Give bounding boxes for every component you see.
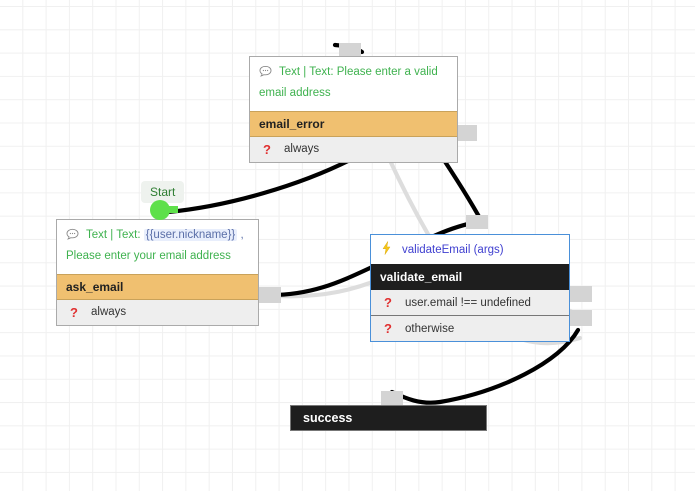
node-validate-email[interactable]: validateEmail (args) validate_email ? us… bbox=[370, 234, 570, 342]
speech-bubble-icon bbox=[66, 228, 79, 248]
node-success[interactable]: success bbox=[290, 405, 487, 431]
node-email-error[interactable]: Text | Text: Please enter a valid email … bbox=[249, 56, 458, 163]
email-error-condition-label: always bbox=[284, 143, 320, 156]
question-icon: ? bbox=[384, 295, 392, 310]
validate-email-output-handle-2[interactable] bbox=[570, 310, 592, 326]
ask-email-message: Text | Text: {{user.nickname}} , Please … bbox=[57, 220, 258, 274]
success-input-handle[interactable] bbox=[381, 391, 403, 405]
ask-email-message-text: Please enter your email address bbox=[66, 249, 231, 262]
speech-bubble-icon bbox=[259, 65, 272, 85]
validate-email-function-signature: validateEmail (args) bbox=[402, 243, 504, 256]
email-error-output-handle[interactable] bbox=[455, 125, 477, 141]
email-error-message: Text | Text: Please enter a valid email … bbox=[250, 57, 457, 111]
validate-email-condition-defined[interactable]: ? user.email !== undefined bbox=[371, 290, 569, 315]
validate-email-name-bar: validate_email bbox=[371, 264, 569, 290]
lightning-bolt-icon bbox=[380, 241, 393, 258]
ask-email-message-prefix: Text | Text: bbox=[86, 229, 141, 241]
ask-email-separator: , bbox=[237, 229, 244, 241]
ask-email-variable-chip: {{user.nickname}} bbox=[143, 229, 238, 241]
ask-email-condition-always[interactable]: ? always bbox=[57, 299, 258, 325]
start-dot-icon[interactable] bbox=[150, 200, 170, 220]
validate-email-output-handle-1[interactable] bbox=[570, 286, 592, 302]
validate-email-condition-label-1: user.email !== undefined bbox=[405, 296, 531, 309]
start-output-handle[interactable] bbox=[166, 206, 178, 213]
validate-email-condition-label-2: otherwise bbox=[405, 322, 455, 335]
question-icon: ? bbox=[70, 304, 78, 320]
email-error-condition-always[interactable]: ? always bbox=[250, 136, 457, 162]
email-error-name-bar: email_error bbox=[250, 110, 457, 137]
validate-email-header: validateEmail (args) bbox=[371, 235, 569, 264]
validate-email-input-handle[interactable] bbox=[466, 215, 488, 229]
validate-email-condition-otherwise[interactable]: ? otherwise bbox=[371, 315, 569, 341]
email-error-input-handle[interactable] bbox=[339, 43, 361, 57]
ask-email-output-handle[interactable] bbox=[259, 287, 281, 303]
node-ask-email[interactable]: Text | Text: {{user.nickname}} , Please … bbox=[56, 219, 259, 326]
ask-email-condition-label: always bbox=[91, 306, 127, 319]
ask-email-name-bar: ask_email bbox=[57, 273, 258, 300]
question-icon: ? bbox=[263, 141, 271, 157]
email-error-message-prefix: Text | Text: bbox=[279, 66, 334, 78]
question-icon: ? bbox=[384, 321, 392, 336]
